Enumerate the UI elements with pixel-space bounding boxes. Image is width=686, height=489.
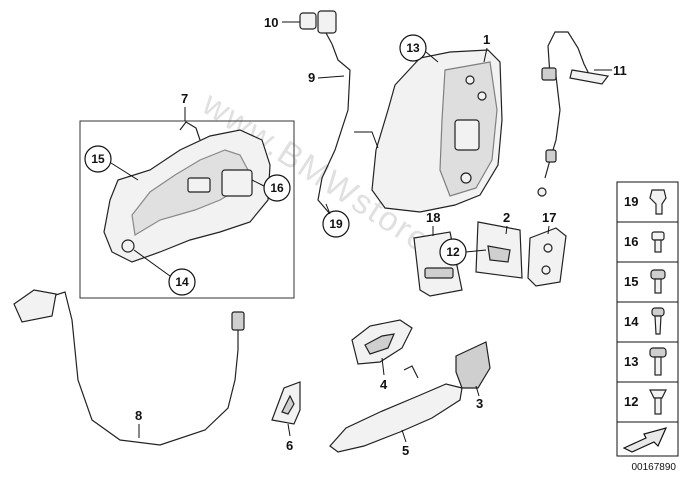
label-13-circle: 13 xyxy=(399,34,439,63)
label-3: 3 xyxy=(475,385,483,411)
svg-text:19: 19 xyxy=(329,217,343,231)
label-11: 11 xyxy=(594,63,627,78)
bracket-part-2 xyxy=(475,221,523,279)
label-9: 9 xyxy=(308,70,345,85)
label-10: 10 xyxy=(264,15,300,30)
label-16-circle: 16 xyxy=(251,174,291,202)
carrier-group-frame xyxy=(79,120,295,299)
svg-text:12: 12 xyxy=(446,245,460,259)
handle-carrier-part xyxy=(103,121,271,263)
door-lock-part xyxy=(371,49,503,213)
gasket-part-4 xyxy=(351,319,413,365)
label-19-circle: 19 xyxy=(322,203,350,238)
svg-text:7: 7 xyxy=(181,91,188,106)
label-6: 6 xyxy=(286,423,293,453)
svg-text:9: 9 xyxy=(308,70,315,85)
label-14-circle: 14 xyxy=(133,249,196,296)
clip-part-6 xyxy=(271,381,301,425)
svg-text:1: 1 xyxy=(483,32,490,47)
svg-text:2: 2 xyxy=(503,210,510,225)
svg-text:10: 10 xyxy=(264,15,278,30)
svg-text:13: 13 xyxy=(624,354,638,369)
label-4: 4 xyxy=(380,357,388,392)
svg-text:5: 5 xyxy=(402,443,409,458)
fastener-14: 14 xyxy=(624,307,665,335)
svg-text:6: 6 xyxy=(286,438,293,453)
lock-leader xyxy=(354,131,379,149)
wire-part xyxy=(299,10,351,215)
diagram-code: 00167890 xyxy=(632,462,677,473)
svg-text:4: 4 xyxy=(380,377,388,392)
label-15-circle: 15 xyxy=(84,145,139,181)
svg-text:12: 12 xyxy=(624,394,638,409)
label-2: 2 xyxy=(503,210,510,235)
svg-text:14: 14 xyxy=(175,275,189,289)
svg-text:15: 15 xyxy=(624,274,638,289)
svg-text:18: 18 xyxy=(426,210,440,225)
label-8: 8 xyxy=(135,408,142,438)
label-17: 17 xyxy=(542,210,556,235)
label-18: 18 xyxy=(426,210,440,236)
fastener-13: 13 xyxy=(624,347,667,376)
fastener-19: 19 xyxy=(624,189,667,215)
label-12-circle: 12 xyxy=(439,238,487,266)
outer-handle-part xyxy=(329,365,463,453)
svg-text:3: 3 xyxy=(476,396,483,411)
fastener-sidebar: 19 16 15 14 13 12 xyxy=(616,181,679,457)
cap-part-3 xyxy=(455,341,491,389)
svg-text:17: 17 xyxy=(542,210,556,225)
bowden-cable-part xyxy=(537,31,610,197)
svg-text:13: 13 xyxy=(406,41,420,55)
fastener-16: 16 xyxy=(624,231,665,253)
svg-text:11: 11 xyxy=(613,63,627,78)
label-1: 1 xyxy=(483,32,490,63)
plate-part-17 xyxy=(527,227,567,287)
svg-text:8: 8 xyxy=(135,408,142,423)
bowden-cable-8-part xyxy=(13,289,245,446)
svg-text:15: 15 xyxy=(91,152,105,166)
label-7: 7 xyxy=(181,91,188,121)
svg-text:19: 19 xyxy=(624,194,638,209)
svg-text:14: 14 xyxy=(624,314,639,329)
fastener-15: 15 xyxy=(624,269,666,294)
direction-arrow-icon xyxy=(622,427,668,453)
fastener-12: 12 xyxy=(624,389,667,415)
label-5: 5 xyxy=(401,429,409,458)
svg-text:16: 16 xyxy=(270,181,284,195)
svg-text:16: 16 xyxy=(624,234,638,249)
